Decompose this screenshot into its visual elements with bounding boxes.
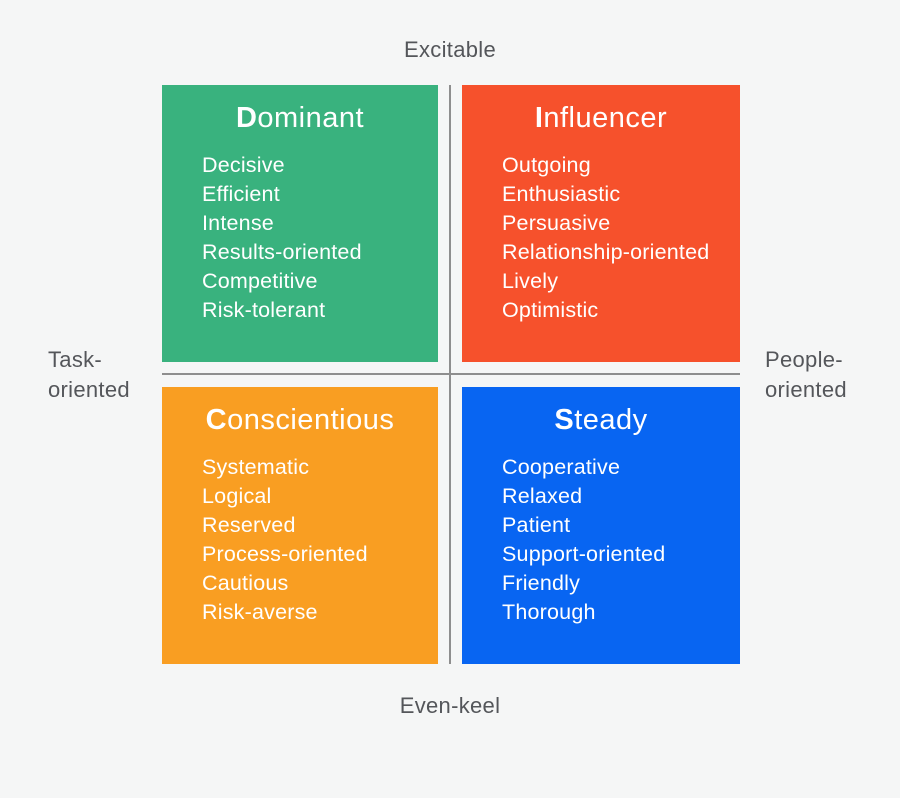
horizontal-axis-line: [162, 373, 740, 375]
quadrant-steady-title: Steady: [462, 403, 740, 437]
trait: Reserved: [202, 513, 296, 537]
trait: Persuasive: [502, 211, 611, 235]
trait: Decisive: [202, 153, 285, 177]
trait: Risk-averse: [202, 600, 318, 624]
title-rest: onscientious: [227, 404, 395, 436]
title-rest: nfluencer: [543, 102, 668, 134]
quadrant-conscientious: Conscientious Systematic Logical Reserve…: [162, 387, 438, 664]
trait: Optimistic: [502, 298, 599, 322]
trait: Support-oriented: [502, 542, 666, 566]
title-initial: S: [554, 404, 575, 436]
trait: Process-oriented: [202, 542, 368, 566]
quadrant-influencer-title: Influencer: [462, 101, 740, 135]
trait: Patient: [502, 513, 571, 537]
trait: Intense: [202, 211, 274, 235]
trait: Results-oriented: [202, 240, 362, 264]
quadrant-conscientious-trait-list: Systematic Logical Reserved Process-orie…: [202, 453, 438, 627]
quadrant-dominant-title: Dominant: [162, 101, 438, 135]
title-initial: I: [534, 102, 544, 134]
trait: Friendly: [502, 571, 581, 595]
quadrant-steady: Steady Cooperative Relaxed Patient Suppo…: [462, 387, 740, 664]
trait: Relationship-oriented: [502, 240, 710, 264]
title-initial: D: [235, 102, 258, 134]
quadrant-influencer-trait-list: Outgoing Enthusiastic Persuasive Relatio…: [502, 151, 740, 325]
axis-label-excitable: Excitable: [404, 37, 496, 62]
trait: Competitive: [202, 269, 318, 293]
trait: Risk-tolerant: [202, 298, 326, 322]
trait: Outgoing: [502, 153, 591, 177]
axis-label-people-line1: People-: [765, 347, 843, 372]
trait: Cooperative: [502, 455, 621, 479]
trait: Enthusiastic: [502, 182, 621, 206]
quadrant-influencer: Influencer Outgoing Enthusiastic Persuas…: [462, 85, 740, 362]
title-initial: C: [205, 404, 228, 436]
trait: Thorough: [502, 600, 596, 624]
axis-label-task-line2: oriented: [48, 377, 130, 402]
title-rest: ominant: [257, 102, 365, 134]
axis-label-task-oriented: Task- oriented: [48, 345, 130, 405]
axis-label-even-keel: Even-keel: [399, 693, 501, 718]
trait: Systematic: [202, 455, 310, 479]
quadrant-conscientious-title: Conscientious: [162, 403, 438, 437]
trait: Lively: [502, 269, 559, 293]
axis-label-people-oriented: People- oriented: [765, 345, 847, 405]
trait: Relaxed: [502, 484, 583, 508]
axis-label-people-line2: oriented: [765, 377, 847, 402]
trait: Efficient: [202, 182, 280, 206]
title-rest: teady: [574, 404, 648, 436]
trait: Logical: [202, 484, 272, 508]
quadrant-dominant: Dominant Decisive Efficient Intense Resu…: [162, 85, 438, 362]
trait: Cautious: [202, 571, 289, 595]
quadrant-dominant-trait-list: Decisive Efficient Intense Results-orien…: [202, 151, 438, 325]
quadrant-steady-trait-list: Cooperative Relaxed Patient Support-orie…: [502, 453, 740, 627]
axis-label-task-line1: Task-: [48, 347, 103, 372]
